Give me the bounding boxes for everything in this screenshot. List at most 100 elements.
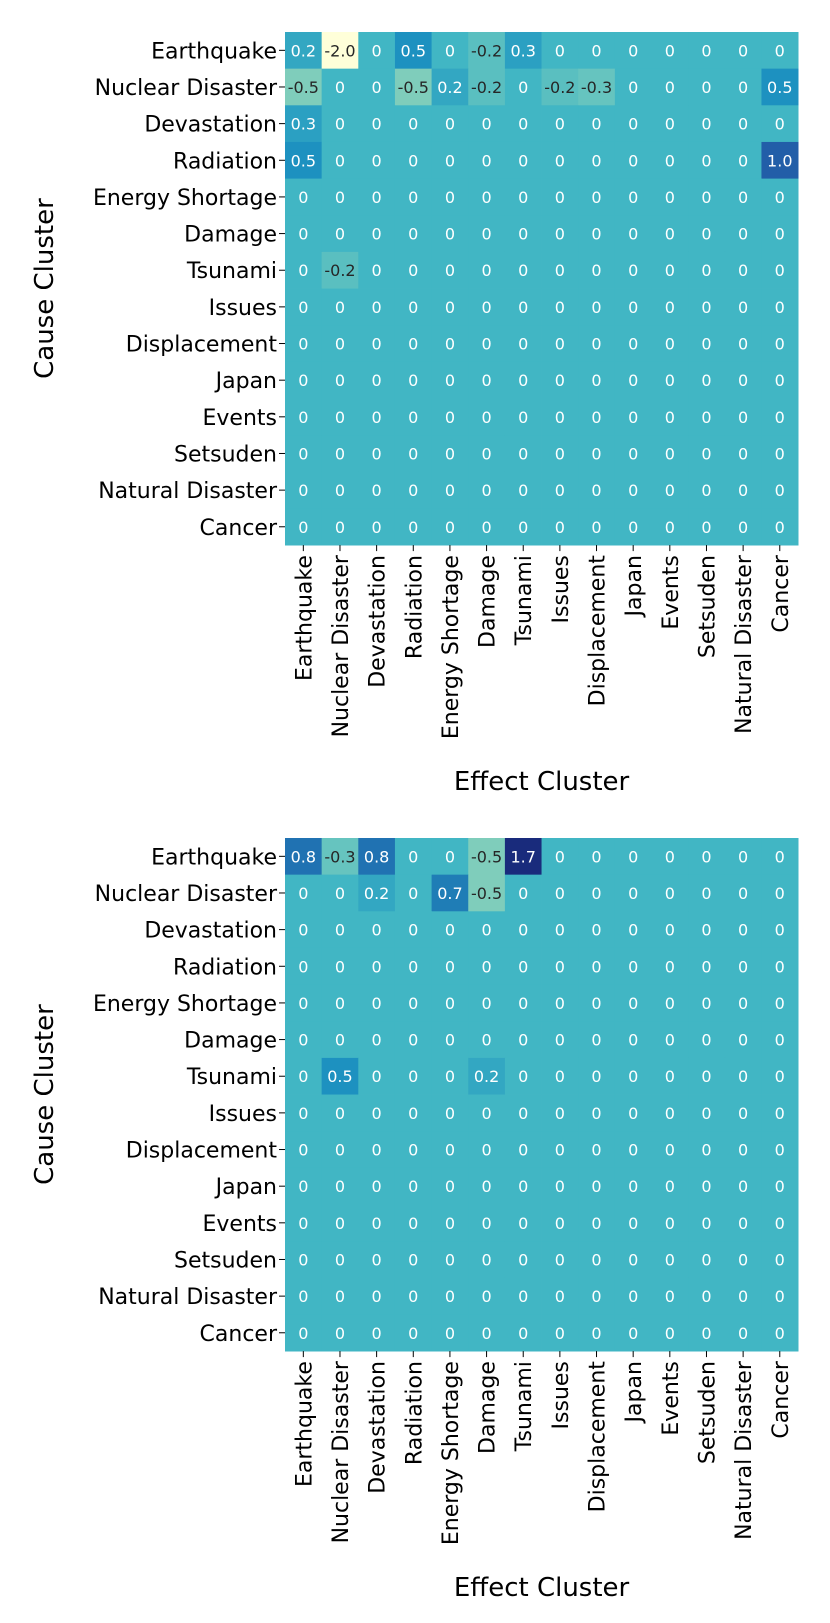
cell-value-label: 0: [408, 1324, 418, 1343]
heatmap-cell: [651, 105, 689, 143]
cell-value-label: 0: [372, 408, 382, 427]
heatmap-cell: [358, 838, 396, 876]
heatmap-cell: [358, 325, 396, 363]
cell-value-label: 0: [445, 1067, 455, 1086]
cell-value-label: 0: [701, 1031, 711, 1050]
cell-value-label: 0: [665, 444, 675, 463]
heatmap-cell: [578, 68, 616, 106]
heatmap-cell: [504, 1314, 542, 1352]
cell-value-label: 0: [481, 335, 491, 354]
heatmap-cell: [321, 361, 359, 399]
cell-value-label: 0: [738, 1031, 748, 1050]
heatmap-cell: [614, 947, 652, 985]
heatmap-cell: [724, 435, 762, 473]
cell-value-label: 0: [518, 921, 528, 940]
heatmap-cell: [614, 1021, 652, 1059]
cell-value-label: 0: [701, 298, 711, 317]
cell-value-label: 0: [555, 335, 565, 354]
cell-value-label: 0: [738, 225, 748, 244]
cell-value-label: 0: [335, 1031, 345, 1050]
cell-value-label: 0: [775, 1031, 785, 1050]
cell-value-label: 0: [628, 78, 638, 97]
cell-value-label: 0: [298, 481, 308, 500]
heatmap-cell: [724, 508, 762, 546]
cell-value-label: -0.5: [471, 847, 502, 866]
heatmap-cell: [285, 251, 323, 289]
heatmap-cell: [541, 984, 579, 1022]
y-tick-label: Devastation: [144, 113, 277, 138]
y-axis-title: Cause Cluster: [30, 198, 60, 379]
y-tick-label: Radiation: [173, 149, 277, 174]
heatmap-cell: [578, 325, 616, 363]
cell-value-label: 0: [408, 1177, 418, 1196]
cell-value-label: 0: [445, 335, 455, 354]
heatmap-cell: [761, 178, 799, 216]
cell-value-label: 0: [738, 1324, 748, 1343]
cell-value-label: 0: [445, 1250, 455, 1269]
x-tick-label: Cancer: [769, 554, 794, 632]
cell-value-label: 0: [555, 994, 565, 1013]
heatmap-cell: [724, 1021, 762, 1059]
heatmap-cell: [761, 1021, 799, 1059]
heatmap-cell: [724, 1094, 762, 1132]
heatmap-cell: [688, 398, 726, 436]
heatmap-cell: [394, 1277, 432, 1315]
x-tick-label: Nuclear Disaster: [329, 554, 354, 737]
y-tick-label: Japan: [214, 369, 277, 394]
heatmap-cell: [688, 1204, 726, 1242]
heatmap-cell: [358, 1204, 396, 1242]
cell-value-label: 0: [738, 921, 748, 940]
heatmap-cell: [285, 471, 323, 509]
heatmap-cell: [468, 215, 506, 253]
cell-value-label: 0: [481, 225, 491, 244]
heatmap-cell: [468, 911, 506, 949]
cell-value-label: 0: [555, 1031, 565, 1050]
cell-value-label: 0: [701, 1177, 711, 1196]
cell-value-label: 0: [518, 994, 528, 1013]
cell-value-label: 0: [445, 518, 455, 537]
heatmap-cell: [358, 215, 396, 253]
cell-value-label: 0: [628, 335, 638, 354]
heatmap-cell: [285, 838, 323, 876]
heatmap-cell: [761, 435, 799, 473]
cell-value-label: 0: [628, 994, 638, 1013]
heatmap-cell: [285, 32, 323, 70]
y-tick-label: Earthquake: [151, 845, 277, 870]
heatmap-cell: [688, 325, 726, 363]
y-tick-label: Damage: [184, 223, 277, 248]
heatmap-cell: [394, 1204, 432, 1242]
heatmap-cell: [468, 1241, 506, 1279]
cell-value-label: 0: [298, 994, 308, 1013]
cell-value-label: 0: [408, 994, 418, 1013]
cell-value-label: 0: [665, 884, 675, 903]
cell-value-label: 0: [445, 1214, 455, 1233]
cell-value-label: 0: [518, 1031, 528, 1050]
cell-value-label: 0: [591, 518, 601, 537]
heatmap-cell: [761, 68, 799, 106]
cell-value-label: 0: [701, 1067, 711, 1086]
cell-value-label: 0: [555, 847, 565, 866]
cell-value-label: 0: [555, 188, 565, 207]
cell-value-label: 0: [555, 921, 565, 940]
heatmap-cell: [651, 361, 689, 399]
cell-value-label: 0: [372, 481, 382, 500]
heatmap-cell: [431, 471, 469, 509]
heatmap-cell: [321, 508, 359, 546]
x-tick-label: Natural Disaster: [732, 1360, 757, 1540]
heatmap-cell: [614, 141, 652, 179]
heatmap-cell: [504, 984, 542, 1022]
heatmap-cell: [358, 1314, 396, 1352]
cell-value-label: 0: [591, 298, 601, 317]
heatmap-cell: [504, 32, 542, 70]
cell-value-label: 0: [775, 225, 785, 244]
heatmap-cell: [431, 1277, 469, 1315]
heatmap-cell: [358, 1094, 396, 1132]
heatmap-cell: [504, 508, 542, 546]
heatmap-cell: [651, 1167, 689, 1205]
heatmap-cell: [688, 911, 726, 949]
cell-value-label: 0: [738, 1141, 748, 1160]
heatmap-cell: [578, 32, 616, 70]
cell-value-label: 0: [481, 1177, 491, 1196]
x-tick-label: Japan: [622, 1361, 647, 1424]
heatmap-cell: [761, 1241, 799, 1279]
